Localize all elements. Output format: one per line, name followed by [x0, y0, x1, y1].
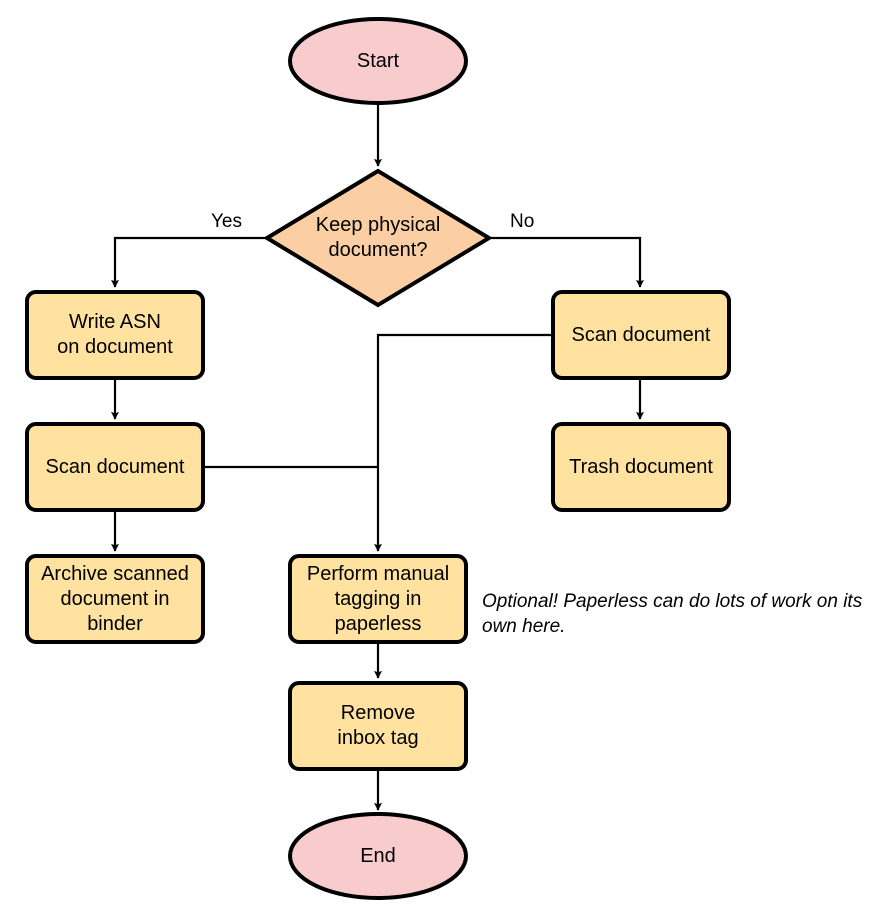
node-shape-start[interactable] [288, 17, 468, 105]
node-shape-end[interactable] [288, 812, 468, 900]
node-shape-scan-right[interactable] [551, 290, 731, 380]
node-shape-tagging[interactable] [288, 554, 468, 644]
node-shape-archive[interactable] [25, 554, 205, 644]
edge-decision-no-to-scan-right [491, 236, 644, 288]
node-shape-remove-inbox[interactable] [288, 681, 468, 771]
edge-label-no: No [510, 211, 535, 232]
edge-decision-yes-to-write-asn [111, 236, 265, 288]
annotation-optional-note: Optional! Paperless can do lots of work … [482, 591, 863, 637]
edge-label-yes: Yes [211, 211, 242, 232]
node-shape-decision[interactable] [263, 168, 493, 308]
node-shape-scan-left[interactable] [25, 422, 205, 512]
edge-scan-right-to-tagging [374, 333, 552, 552]
node-shape-write-asn[interactable] [25, 290, 205, 380]
node-shape-trash[interactable] [551, 422, 731, 512]
